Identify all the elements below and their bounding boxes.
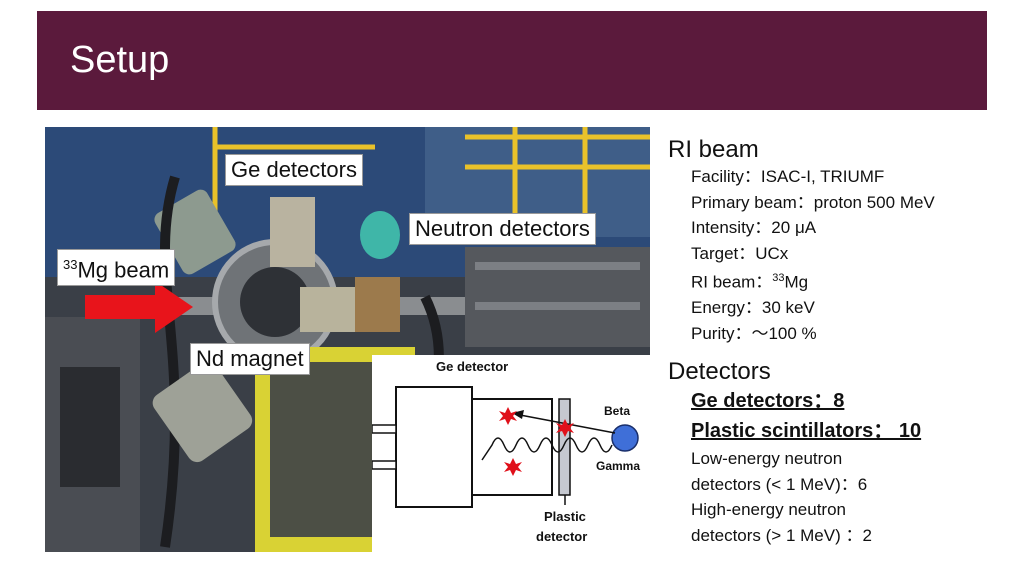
purity-line: Purity：～100 % — [691, 323, 817, 343]
ri-beam-mass: 33 — [772, 272, 785, 284]
ge-detectors-line: Ge detectors：8 — [691, 390, 845, 413]
schematic-plastic-label-2: detector — [536, 529, 587, 544]
ri-beam-line: RI beam：33Mg — [691, 266, 1008, 295]
schematic-ge-label: Ge detector — [436, 359, 508, 374]
callout-nd-magnet: Nd magnet — [190, 343, 310, 375]
callout-mg-mass: 33 — [63, 257, 78, 272]
low-energy-line-1: Low-energy neutron — [691, 449, 843, 469]
schematic-plastic-label-1: Plastic — [544, 509, 586, 524]
callout-mg-label: Mg beam — [77, 257, 170, 283]
setup-photo-graphic — [45, 127, 650, 552]
callout-neutron-detectors: Neutron detectors — [409, 213, 596, 245]
primary-beam-line: Primary beam：proton 500 MeV — [691, 192, 935, 212]
high-energy-line-2: detectors (> 1 MeV) ：2 — [691, 525, 872, 545]
callout-mg-beam: 33Mg beam — [57, 249, 176, 287]
detectors-heading: Detectors — [668, 358, 771, 386]
intensity-line: Intensity：20 μA — [691, 218, 817, 237]
setup-photo: Ge detectors Neutron detectors 33Mg beam… — [45, 127, 650, 552]
ri-beam-prefix: RI beam： — [691, 272, 773, 292]
low-energy-line-2: detectors (< 1 MeV)：6 — [691, 474, 868, 494]
slide-title: Setup — [70, 39, 170, 81]
plastic-scintillators-line: Plastic scintillators： 10 — [691, 420, 922, 443]
red-arrow-right-icon — [85, 281, 193, 333]
target-line: Target：UCx — [691, 243, 789, 263]
ri-beam-heading: RI beam — [668, 136, 759, 163]
facility-line: Facility：ISAC-I, TRIUMF — [691, 167, 885, 186]
detector-schematic: Ge detector Beta Gamma Plastic detector — [371, 355, 650, 552]
schematic-gamma-label: Gamma — [596, 459, 640, 473]
info-column: RI beam Facility：ISAC-I, TRIUMF Primary … — [668, 136, 1008, 548]
energy-line: Energy：30 keV — [691, 298, 815, 318]
ri-beam-element: Mg — [784, 272, 809, 292]
schematic-beta-label: Beta — [604, 404, 630, 418]
title-banner: Setup — [37, 11, 987, 110]
high-energy-line-1: High-energy neutron — [691, 500, 846, 520]
callout-ge-detectors: Ge detectors — [225, 154, 363, 186]
